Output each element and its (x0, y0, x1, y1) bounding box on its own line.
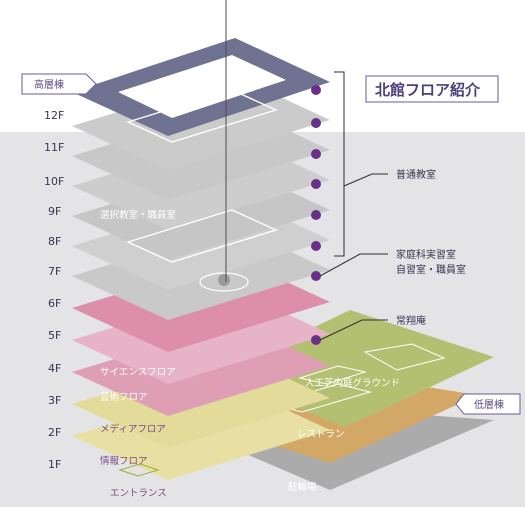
floor-label-10f: 10F (44, 175, 64, 188)
floor-label-4f: 4F (48, 362, 61, 375)
low-rise-tag (455, 393, 521, 415)
callout-dot-10f (311, 149, 321, 159)
zone-label-2f: メディアフロア (100, 423, 166, 435)
zone-label-restaurant: レストラン (297, 429, 345, 440)
floor-label-3f: 3F (48, 394, 61, 407)
court-outline-1 (363, 343, 446, 371)
floor-7f-courtyard (126, 209, 278, 263)
floor-label-11f: 11F (44, 141, 64, 154)
page-title: 北館フロア紹介 (375, 81, 481, 99)
joshoan-callout-line (319, 319, 388, 341)
callout-dot-7f (311, 241, 321, 251)
regular-callout-line (343, 173, 373, 187)
zone-label-9f: 選択教室・職員室 (100, 209, 176, 221)
callout-dot-5f (311, 335, 321, 345)
floor-label-9f: 9F (48, 205, 61, 218)
entrance-marker (118, 463, 160, 477)
floor-11f-courtyard (126, 89, 278, 143)
zone-label-court: 人工芝内庭グラウンド (305, 377, 400, 389)
callout-regular: 普通教室 (396, 168, 436, 181)
floor-label-6f: 6F (48, 297, 61, 310)
floor-label-1f: 1F (48, 458, 61, 471)
floor-label-8f: 8F (48, 235, 61, 248)
title-box (365, 75, 499, 103)
floor-12f-hole (118, 55, 286, 118)
high-rise-tag-label: 高層棟 (34, 78, 64, 91)
callout-bracket (334, 71, 345, 257)
high-rise-tag (21, 73, 97, 95)
zone-label-parking: 駐輪場 (288, 481, 317, 493)
zone-label-entrance: エントランス (110, 488, 167, 499)
callout-joshoan: 常翔庵 (396, 314, 426, 327)
callout-home-ec: 家庭科実習室 (396, 248, 456, 261)
zone-label-4f: サイエンスフロア (100, 367, 176, 378)
floor-labels: 12F 11F 10F 9F 8F 7F 6F 5F 4F 3F 2F 1F (44, 109, 64, 471)
floor-label-5f: 5F (48, 329, 61, 342)
floor-label-2f: 2F (48, 426, 61, 439)
callout-dots (311, 85, 321, 345)
callout-dot-9f (311, 179, 321, 189)
home-ec-callout-line (319, 253, 388, 277)
floor-label-7f: 7F (48, 265, 61, 278)
callout-dot-8f (311, 210, 321, 220)
court-outline-2 (298, 365, 367, 385)
callout-self-study: 自習室・職員室 (396, 263, 466, 276)
callout-dot-12f (311, 85, 321, 95)
atrium-core (218, 274, 230, 286)
callout-dot-6f (311, 271, 321, 281)
zone-label-3f: 芸術フロア (100, 391, 148, 403)
zone-label-1f: 情報フロア (100, 455, 148, 467)
low-rise-tag-label: 低層棟 (474, 398, 504, 411)
callout-dot-11f (311, 118, 321, 128)
atrium-ring (199, 272, 249, 292)
floor-label-12f: 12F (44, 109, 64, 122)
